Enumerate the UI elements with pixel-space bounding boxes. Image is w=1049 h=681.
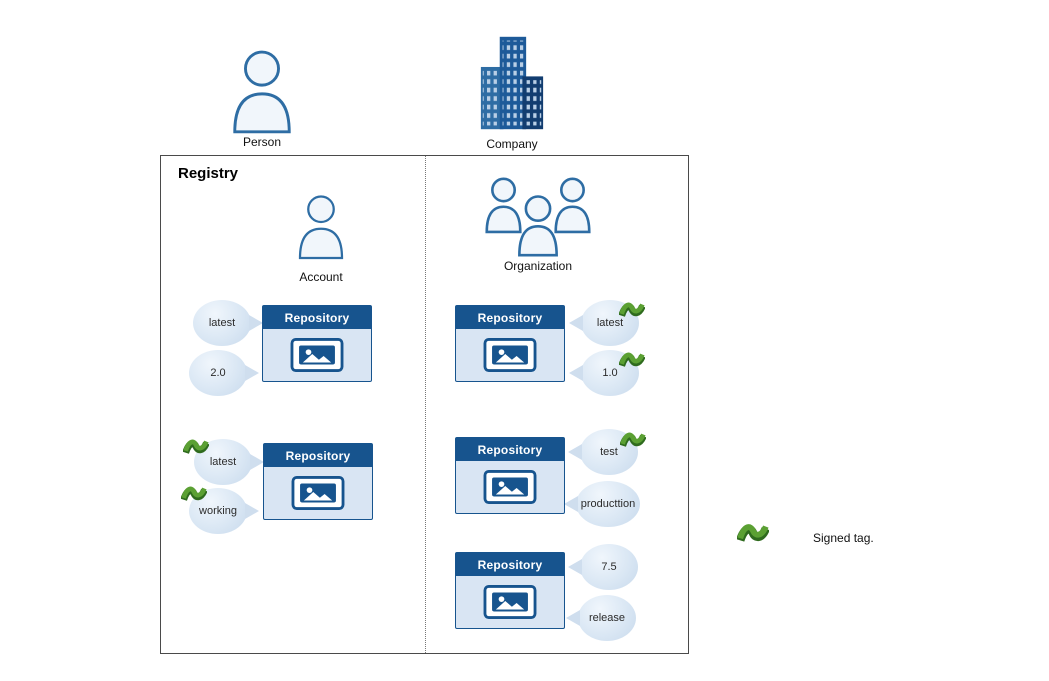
tag-label: release (588, 612, 626, 624)
tag-balloon: 7.5 (580, 544, 638, 590)
tag-label: 7.5 (601, 561, 617, 573)
signed-tag-icon (181, 485, 207, 504)
registry-title: Registry (178, 165, 239, 182)
person-label: Person (242, 135, 282, 149)
repository-header: Repository (263, 306, 371, 329)
signed-tag-icon (620, 431, 646, 450)
tag-label: 2.0 (210, 367, 226, 379)
tag-label: latest (208, 317, 236, 329)
repository-header: Repository (264, 444, 372, 467)
signed-tag-icon (619, 301, 645, 320)
tag-balloon: 2.0 (189, 350, 247, 396)
image-icon (291, 476, 345, 510)
repository-card: Repository (455, 552, 565, 629)
company-icon (479, 32, 545, 134)
repository-card: Repository (263, 443, 373, 520)
image-icon (483, 470, 537, 504)
signed-tag-icon (183, 438, 209, 457)
tag-label: producttion (580, 498, 636, 510)
repository-body (456, 461, 564, 513)
tag-label: latest (596, 317, 624, 329)
legend-signed-tag-icon (737, 522, 769, 546)
tag-label: 1.0 (602, 367, 618, 379)
repository-card: Repository (262, 305, 372, 382)
image-icon (483, 585, 537, 619)
company-label: Company (486, 137, 538, 151)
repository-body (456, 329, 564, 381)
image-icon (483, 338, 537, 372)
account-label: Account (299, 270, 343, 284)
tag-balloon: producttion (576, 481, 640, 527)
registry-divider (425, 156, 426, 653)
tag-balloon: latest (193, 300, 251, 346)
person-icon (227, 44, 297, 134)
repository-header: Repository (456, 438, 564, 461)
repository-body (263, 329, 371, 381)
image-icon (290, 338, 344, 372)
tag-balloon: release (578, 595, 636, 641)
signed-tag-icon (619, 351, 645, 370)
repository-header: Repository (456, 553, 564, 576)
tag-label: working (199, 505, 237, 517)
organization-icon (479, 176, 597, 258)
account-icon (294, 186, 348, 264)
repository-card: Repository (455, 437, 565, 514)
legend-label: Signed tag. (813, 531, 874, 545)
organization-label: Organization (503, 259, 573, 273)
tag-label: test (600, 446, 618, 458)
repository-card: Repository (455, 305, 565, 382)
repository-body (264, 467, 372, 519)
repository-body (456, 576, 564, 628)
tag-label: latest (209, 456, 237, 468)
repository-header: Repository (456, 306, 564, 329)
